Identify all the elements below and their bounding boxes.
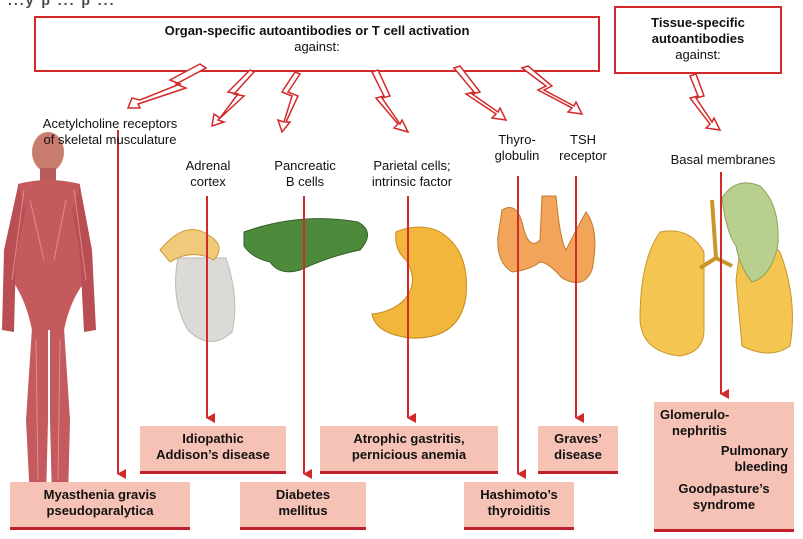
disease-pulmonary-line1: Pulmonary [654, 443, 788, 459]
label-pancreatic: Pancreatic B cells [262, 158, 348, 190]
kidney-adrenal-icon [160, 230, 235, 342]
label-parietal-line1: Parietal cells; [356, 158, 468, 174]
lightning-arrow-icon [372, 70, 408, 132]
lungs-kidney-icon [640, 183, 792, 356]
lightning-arrow-icon [278, 72, 300, 132]
label-parietal-line2: intrinsic factor [356, 174, 468, 190]
label-adrenal-line1: Adrenal [172, 158, 244, 174]
disease-gastritis: Atrophic gastritis, pernicious anemia [320, 426, 498, 474]
body-muscle-icon [2, 132, 96, 508]
disease-diabetes-line2: mellitus [240, 503, 366, 519]
disease-glomerulo: Glomerulo- nephritis [654, 407, 794, 439]
disease-gastritis-line2: pernicious anemia [320, 447, 498, 463]
label-tsh: TSH receptor [550, 132, 616, 164]
lightning-arrow-icon [454, 66, 506, 120]
disease-addison-line1: Idiopathic [140, 431, 286, 447]
lightning-arrow-icon [212, 70, 254, 126]
disease-diabetes-line1: Diabetes [240, 487, 366, 503]
label-tsh-line2: receptor [550, 148, 616, 164]
disease-glomerulo-line1: Glomerulo- [660, 407, 794, 423]
label-thyro-line1: Thyro- [484, 132, 550, 148]
lightning-arrow-icon [690, 74, 720, 130]
disease-graves-line2: disease [538, 447, 618, 463]
label-acetylcholine: Acetylcholine receptors of skeletal musc… [12, 116, 208, 148]
disease-goodpasture-line2: syndrome [654, 497, 794, 513]
stomach-icon [372, 227, 466, 338]
label-pancreatic-line1: Pancreatic [262, 158, 348, 174]
label-adrenal-line2: cortex [172, 174, 244, 190]
disease-graves: Graves’ disease [538, 426, 618, 474]
disease-hashimoto-line2: thyroiditis [464, 503, 574, 519]
disease-pulmonary-line2: bleeding [654, 459, 788, 475]
label-tsh-line1: TSH [550, 132, 616, 148]
pancreas-icon [244, 219, 368, 272]
disease-hashimoto: Hashimoto’s thyroiditis [464, 482, 574, 530]
label-parietal: Parietal cells; intrinsic factor [356, 158, 468, 190]
label-basal-membranes: Basal membranes [648, 152, 798, 168]
label-acetylcholine-line1: Acetylcholine receptors [12, 116, 208, 132]
disease-addison: Idiopathic Addison’s disease [140, 426, 286, 474]
disease-diabetes: Diabetes mellitus [240, 482, 366, 530]
disease-myasthenia-line2: pseudoparalytica [10, 503, 190, 519]
disease-glomerulo-line2: nephritis [660, 423, 794, 439]
disease-hashimoto-line1: Hashimoto’s [464, 487, 574, 503]
label-acetylcholine-line2: of skeletal musculature [12, 132, 208, 148]
disease-goodpasture-line1: Goodpasture’s [654, 481, 794, 497]
label-adrenal: Adrenal cortex [172, 158, 244, 190]
disease-myasthenia-line1: Myasthenia gravis [10, 487, 190, 503]
label-pancreatic-line2: B cells [262, 174, 348, 190]
thyroid-icon [498, 196, 595, 283]
disease-addison-line2: Addison’s disease [140, 447, 286, 463]
disease-basal-group: Glomerulo- nephritis Pulmonary bleeding … [654, 402, 794, 532]
label-thyro-line2: globulin [484, 148, 550, 164]
disease-goodpasture: Goodpasture’s syndrome [654, 481, 794, 513]
lightning-arrows [128, 64, 720, 132]
lightning-arrow-icon [522, 66, 582, 114]
disease-myasthenia: Myasthenia gravis pseudoparalytica [10, 482, 190, 530]
disease-graves-line1: Graves’ [538, 431, 618, 447]
lightning-arrow-icon [128, 64, 206, 108]
label-thyroglobulin: Thyro- globulin [484, 132, 550, 164]
disease-pulmonary: Pulmonary bleeding [654, 443, 794, 475]
disease-gastritis-line1: Atrophic gastritis, [320, 431, 498, 447]
